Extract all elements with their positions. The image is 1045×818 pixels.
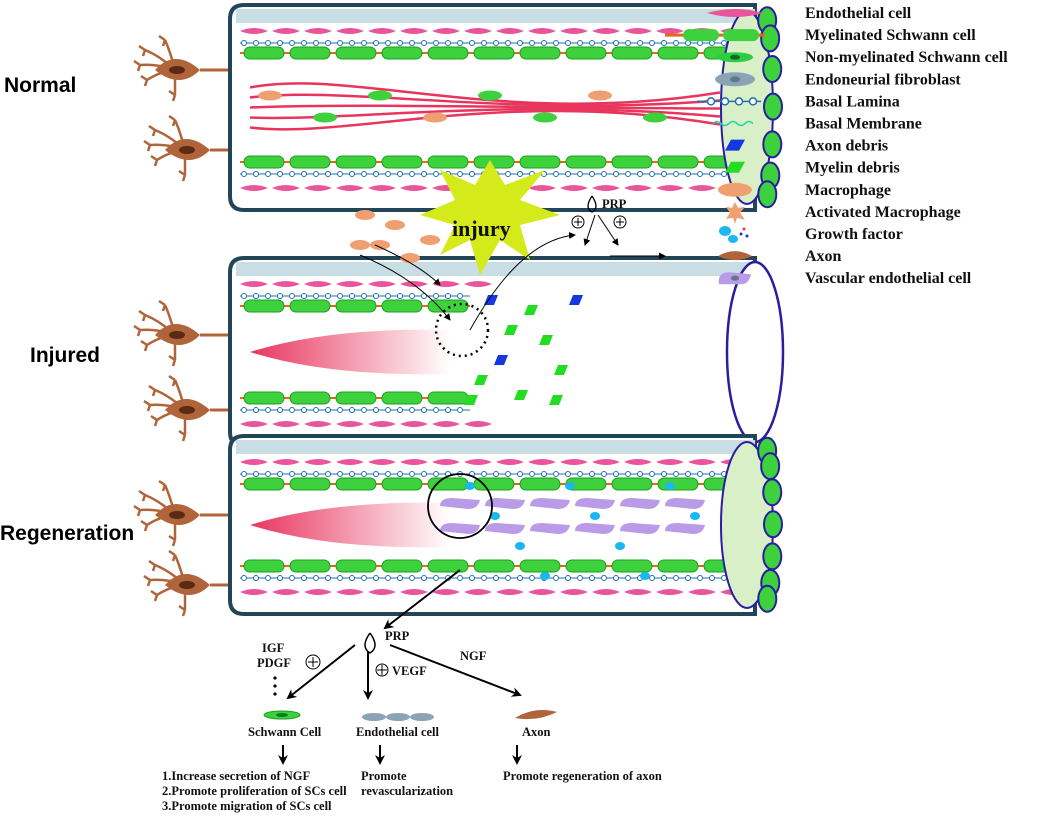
prp-label: PRP: [385, 629, 410, 643]
legend-item: Growth factor: [719, 226, 903, 243]
myelinated-schwann-cell-icon: [665, 29, 765, 42]
prp-drop-icon: [587, 195, 597, 213]
neuron-icon: [133, 34, 245, 102]
legend-label: Myelinated Schwann cell: [805, 27, 976, 44]
legend-item: Activated Macrophage: [726, 201, 961, 224]
macrophage-icon: [420, 235, 440, 245]
nerve-regeneration: [228, 434, 783, 616]
ngf-label: NGF: [460, 649, 487, 663]
legend-label: Basal Membrane: [805, 116, 922, 133]
prp-top: PRP: [359, 195, 666, 358]
basal-lamina-icon: [697, 97, 761, 106]
debris-icon: [484, 295, 498, 305]
debris-icon: [569, 295, 583, 305]
macrophage-icon: [370, 240, 390, 250]
endothelial-effect-2: revascularization: [361, 784, 453, 798]
endoneurial-fibroblast-icon: [715, 72, 755, 87]
nerve-injured: [228, 256, 785, 448]
injury-burst: injury: [420, 160, 560, 275]
stage-label-normal: Normal: [4, 74, 76, 97]
stage-label-injured: Injured: [30, 344, 100, 367]
debris-icon: [549, 395, 563, 405]
neurons: [133, 34, 255, 617]
axon-effect: Promote regeneration of axon: [503, 769, 662, 783]
legend-label: Activated Macrophage: [805, 204, 961, 221]
neuron-icon: [133, 479, 245, 547]
legend-label: Axon: [805, 248, 842, 265]
legend-label: Growth factor: [805, 226, 903, 243]
legend-item: Non-myelinated Schwann cell: [717, 49, 1008, 66]
nerve-normal: [228, 3, 783, 212]
schwann-cell-label: Schwann Cell: [248, 725, 322, 739]
prp-drop-icon: [364, 632, 376, 654]
legend-label: Axon debris: [805, 138, 888, 155]
basal-membrane-icon: [712, 120, 754, 127]
debris-icon: [514, 390, 528, 400]
axon-label: Axon: [522, 725, 551, 739]
schwann-effect-1: 1.Increase secretion of NGF: [162, 769, 310, 783]
legend-item: Basal Membrane: [712, 116, 922, 133]
pdgf-label: PDGF: [257, 656, 291, 670]
macrophage-icon: [718, 182, 752, 197]
legend-item: Vascular endothelial cell: [718, 270, 972, 287]
non-myelinated-schwann-cell-icon: [717, 52, 753, 63]
macrophage-icon: [355, 210, 375, 220]
legend-item: Myelin debris: [725, 160, 900, 177]
legend-label: Vascular endothelial cell: [805, 270, 972, 287]
nerve-cylinders: [228, 3, 785, 616]
endothelial-effect-1: Promote: [361, 769, 407, 783]
endothelial-cell-icon: [707, 9, 763, 17]
vascular-endothelial-cell-icon: [718, 272, 751, 285]
legend-item: Macrophage: [718, 182, 891, 199]
legend-label: Endoneurial fibroblast: [805, 71, 961, 88]
myelin-debris-icon: [725, 161, 745, 173]
legend-item: Axon: [718, 248, 842, 265]
axon-icon: [515, 710, 557, 720]
legend-label: Endothelial cell: [805, 5, 912, 22]
prp-label-top: PRP: [602, 197, 627, 211]
macrophage-icon: [385, 220, 405, 230]
legend-label: Macrophage: [805, 182, 891, 199]
schwann-effect-2: 2.Promote proliferation of SCs cell: [162, 784, 347, 798]
debris-icon: [494, 355, 508, 365]
activated-macrophage-icon: [726, 201, 745, 224]
debris-icon: [474, 375, 488, 385]
axon-debris-icon: [725, 139, 745, 151]
growth-factor-icon: [719, 226, 749, 243]
schwann-effect-3: 3.Promote migration of SCs cell: [162, 799, 332, 813]
legend-label: Non-myelinated Schwann cell: [805, 49, 1008, 66]
debris-icon: [554, 365, 568, 375]
debris-icon: [524, 305, 538, 315]
legend-item: Myelinated Schwann cell: [665, 27, 976, 44]
prp-pathway: PRP IGF PDGF VEGF NGF Schwann Cell Endot…: [162, 569, 662, 813]
neuron-icon: [133, 299, 245, 367]
legend-label: Basal Lamina: [805, 93, 900, 110]
injury-label: injury: [452, 216, 511, 241]
macrophage-icon: [350, 240, 370, 250]
legend-item: Basal Lamina: [697, 93, 900, 110]
legend-label: Myelin debris: [805, 160, 900, 177]
endothelial-cell-icon: [362, 713, 434, 721]
macrophage-icon: [400, 253, 420, 263]
neuron-icon: [143, 114, 255, 182]
stage-label-regeneration: Regeneration: [0, 522, 134, 545]
legend-item: Axon debris: [725, 138, 888, 155]
igf-label: IGF: [262, 641, 285, 655]
legend-item: Endoneurial fibroblast: [715, 71, 961, 88]
endothelial-cell-label: Endothelial cell: [356, 725, 440, 739]
axon-icon: [718, 251, 752, 261]
vegf-label: VEGF: [392, 664, 427, 678]
debris-icon: [504, 325, 518, 335]
debris-icon: [539, 335, 553, 345]
debris-icon: [464, 395, 478, 405]
legend-item: Endothelial cell: [707, 5, 912, 22]
